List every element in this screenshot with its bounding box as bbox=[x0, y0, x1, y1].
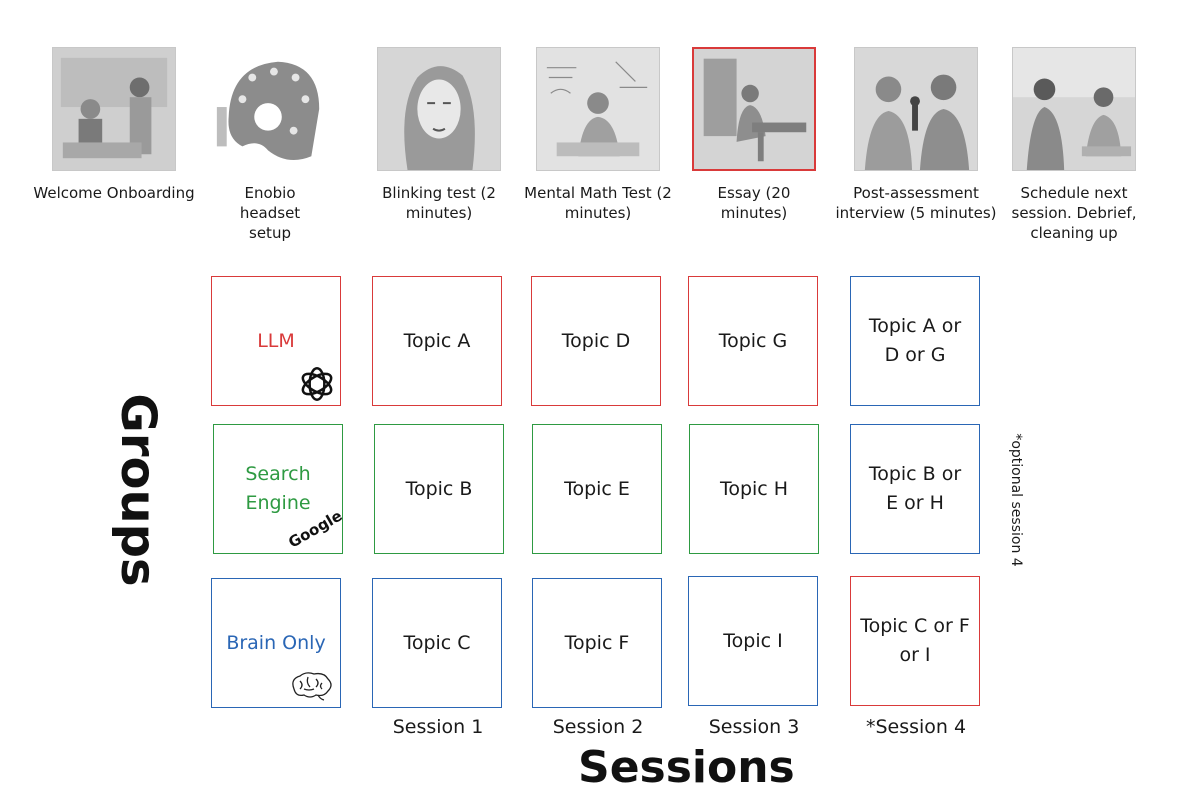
topic-cell: Topic I bbox=[688, 576, 818, 706]
group-brain-only: Brain Only bbox=[211, 578, 341, 708]
session-label: Session 2 bbox=[552, 716, 644, 738]
topic-label: Topic C bbox=[403, 631, 471, 654]
topic-cell: Topic C bbox=[372, 578, 502, 708]
topic-label: Topic B or E or H bbox=[868, 463, 962, 514]
face-illustration-icon bbox=[377, 47, 501, 171]
topic-cell: Topic B bbox=[374, 424, 504, 554]
step-caption: Post-assessment interview (5 minutes) bbox=[835, 184, 997, 222]
session-label: *Session 4 bbox=[865, 716, 967, 738]
openai-logo-icon bbox=[301, 366, 333, 402]
session-label: Session 1 bbox=[392, 716, 484, 738]
math-illustration-icon bbox=[536, 47, 660, 171]
step-caption: Schedule next session. Debrief, cleaning… bbox=[1011, 184, 1137, 242]
topic-label: Topic I bbox=[723, 629, 783, 652]
group-label: LLM bbox=[257, 329, 295, 352]
sessions-axis-title: Sessions bbox=[578, 742, 795, 793]
topic-cell: Topic A bbox=[372, 276, 502, 406]
group-search-engine: Search Engine Google bbox=[213, 424, 345, 554]
topic-cell: Topic F bbox=[532, 578, 662, 708]
group-llm: LLM bbox=[211, 276, 341, 406]
step-caption: Welcome Onboarding bbox=[33, 184, 195, 202]
topic-label: Topic A or D or G bbox=[868, 315, 962, 366]
topic-label: Topic C or F or I bbox=[860, 615, 970, 666]
essay-writing-illustration-icon bbox=[692, 47, 816, 171]
session-label: Session 3 bbox=[708, 716, 800, 738]
step-welcome: Welcome Onboarding bbox=[33, 47, 195, 202]
group-label: Brain Only bbox=[226, 631, 326, 654]
topic-label: Topic E bbox=[564, 477, 630, 500]
interview-illustration-icon bbox=[854, 47, 978, 171]
topic-label: Topic G bbox=[718, 329, 788, 352]
optional-session-note: *optional session 4 bbox=[1008, 433, 1024, 567]
group-label: Search Engine bbox=[245, 463, 311, 514]
topic-label: Topic H bbox=[719, 477, 789, 500]
topic-cell: Topic B or E or H bbox=[850, 424, 980, 554]
step-caption: Mental Math Test (2 minutes) bbox=[524, 184, 672, 222]
step-interview: Post-assessment interview (5 minutes) bbox=[836, 47, 997, 222]
topic-label: Topic A bbox=[403, 329, 471, 352]
step-math: Mental Math Test (2 minutes) bbox=[524, 47, 672, 222]
topic-cell: Topic E bbox=[532, 424, 662, 554]
step-headset: Enobio headset setup bbox=[208, 47, 332, 242]
topic-label: Topic D bbox=[561, 329, 631, 352]
debrief-illustration-icon bbox=[1012, 47, 1136, 171]
topic-cell: Topic C or F or I bbox=[850, 576, 980, 706]
step-schedule: Schedule next session. Debrief, cleaning… bbox=[1012, 47, 1136, 242]
step-essay: Essay (20 minutes) bbox=[692, 47, 816, 222]
topic-cell: Topic A or D or G bbox=[850, 276, 980, 406]
topic-cell: Topic G bbox=[688, 276, 818, 406]
step-caption: Blinking test (2 minutes) bbox=[382, 184, 496, 222]
step-caption: Enobio headset setup bbox=[239, 184, 301, 242]
topic-label: Topic B bbox=[405, 477, 473, 500]
topic-label: Topic F bbox=[564, 631, 630, 654]
eeg-headset-illustration-icon bbox=[208, 47, 332, 171]
groups-axis-title: Groups bbox=[110, 393, 166, 587]
brain-icon bbox=[292, 672, 332, 701]
topic-cell: Topic H bbox=[689, 424, 819, 554]
topic-cell: Topic D bbox=[531, 276, 661, 406]
step-blinking: Blinking test (2 minutes) bbox=[377, 47, 501, 222]
step-caption: Essay (20 minutes) bbox=[717, 184, 791, 222]
onboarding-illustration-icon bbox=[52, 47, 176, 171]
